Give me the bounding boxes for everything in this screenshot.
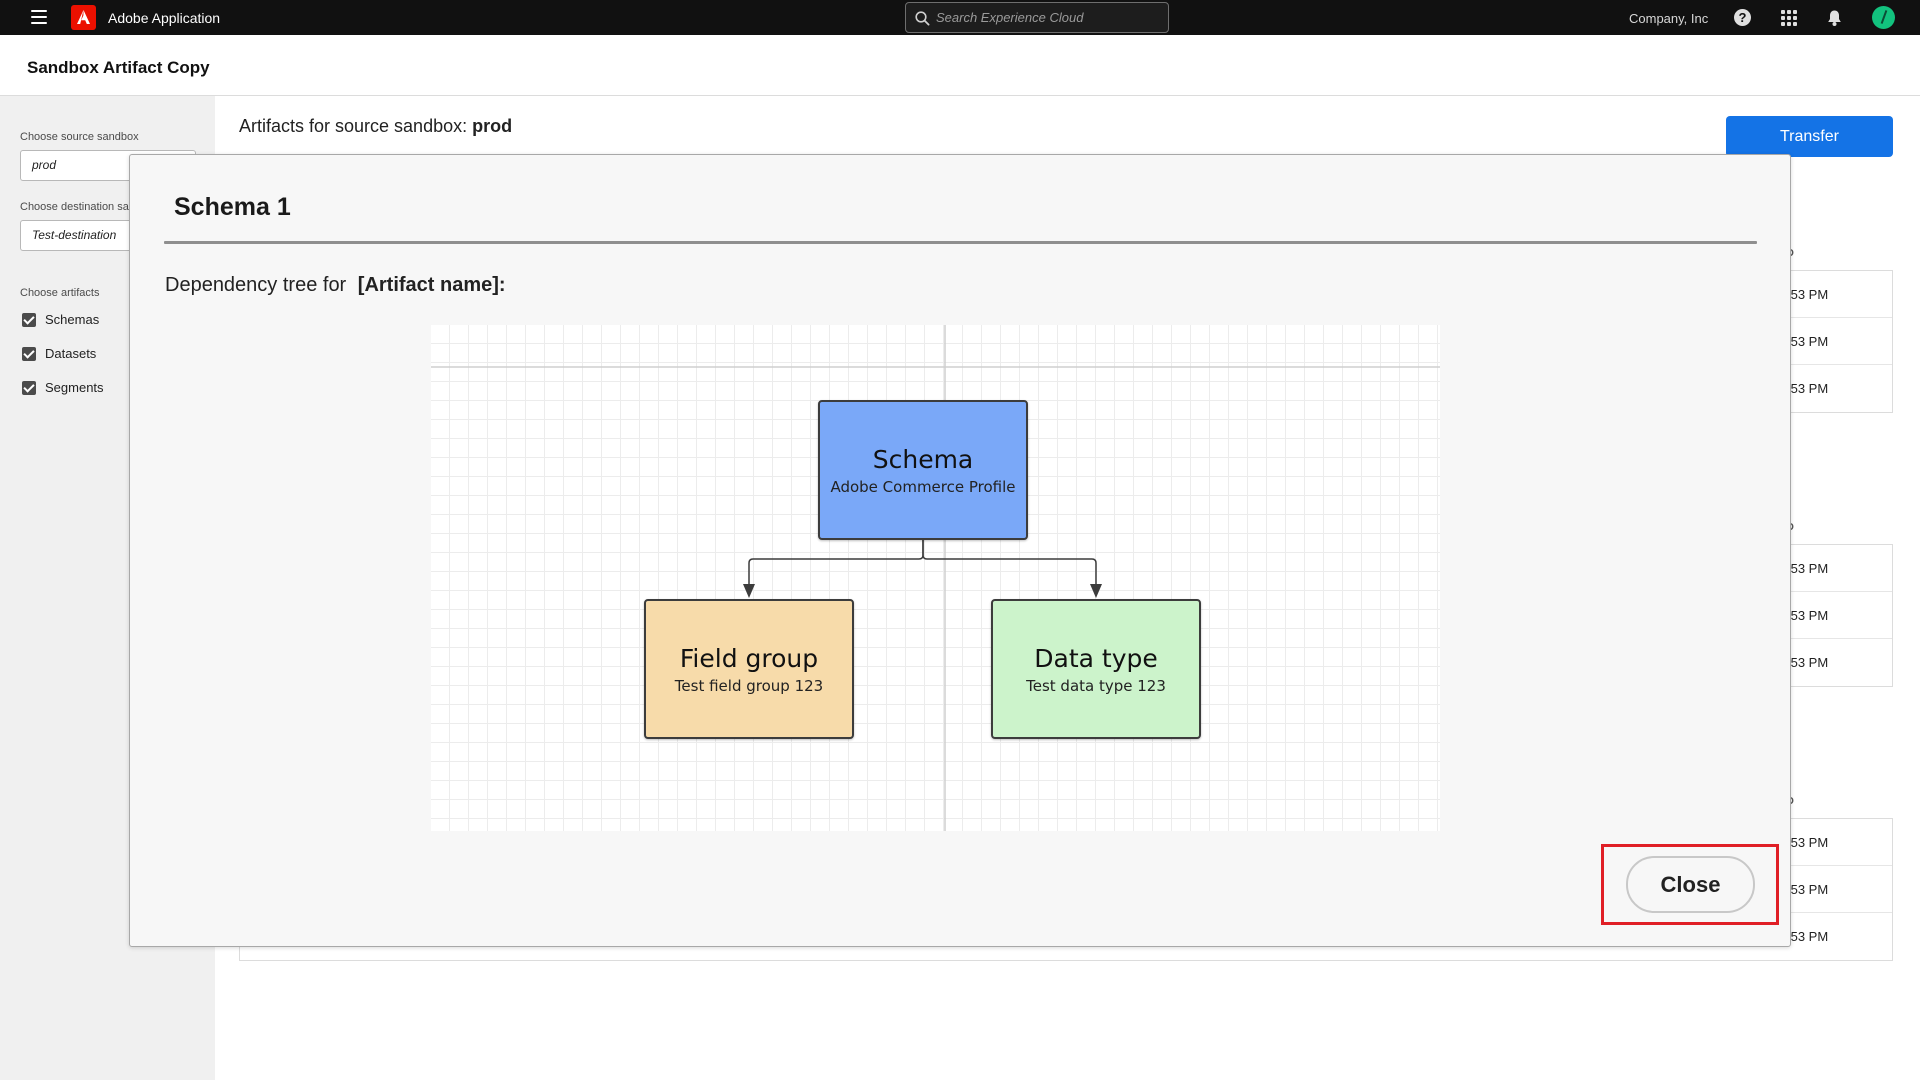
checkbox-label: Datasets	[45, 346, 96, 361]
checkbox-label: Segments	[45, 380, 104, 395]
checkbox-schemas[interactable]: Schemas	[22, 312, 99, 327]
apps-grid-icon[interactable]	[1781, 10, 1797, 26]
artifacts-label: Choose artifacts	[20, 287, 99, 299]
time-cell: :53 PM	[1787, 561, 1828, 576]
search-field[interactable]	[905, 2, 1169, 33]
checkbox-label: Schemas	[45, 312, 99, 327]
search-icon	[915, 11, 930, 26]
app-name[interactable]: Adobe Application	[108, 10, 220, 26]
time-cell: :53 PM	[1787, 835, 1828, 850]
dialog-divider	[164, 241, 1757, 244]
source-sandbox-label: Choose source sandbox	[20, 131, 139, 143]
node-subtitle: Test field group 123	[675, 677, 823, 695]
node-title: Data type	[1034, 644, 1158, 673]
checkbox-datasets[interactable]: Datasets	[22, 346, 96, 361]
hamburger-menu-icon[interactable]	[31, 10, 47, 24]
page-header: Sandbox Artifact Copy	[0, 35, 1920, 96]
node-schema[interactable]: Schema Adobe Commerce Profile	[818, 400, 1028, 540]
time-cell: :53 PM	[1787, 929, 1828, 944]
adobe-logo-icon[interactable]	[71, 5, 96, 30]
org-switcher[interactable]: Company, Inc	[1629, 11, 1708, 26]
checkbox-checked-icon[interactable]	[22, 313, 36, 327]
node-data-type[interactable]: Data type Test data type 123	[991, 599, 1201, 739]
checkbox-checked-icon[interactable]	[22, 381, 36, 395]
arrowhead-icon	[1090, 584, 1102, 598]
dependency-heading: Dependency tree for [Artifact name]:	[165, 274, 506, 297]
artifacts-heading-sandbox: prod	[472, 116, 512, 136]
time-cell: :53 PM	[1787, 381, 1828, 396]
dependency-heading-prefix: Dependency tree for	[165, 274, 346, 296]
dependency-artifact-name: [Artifact name]:	[358, 274, 506, 296]
destination-sandbox-label: Choose destination sa	[20, 201, 129, 213]
search-input[interactable]	[936, 3, 1161, 32]
node-subtitle: Adobe Commerce Profile	[830, 478, 1015, 496]
transfer-button[interactable]: Transfer	[1726, 116, 1893, 157]
time-cell: :53 PM	[1787, 608, 1828, 623]
help-icon[interactable]: ?	[1734, 9, 1751, 26]
arrowhead-icon	[743, 584, 755, 598]
dependency-tree-diagram: Schema Adobe Commerce Profile Field grou…	[431, 325, 1440, 831]
time-cell: :53 PM	[1787, 287, 1828, 302]
global-navigation-bar: Adobe Application Company, Inc ?	[0, 0, 1920, 35]
time-cell: :53 PM	[1787, 655, 1828, 670]
user-avatar[interactable]	[1872, 6, 1895, 29]
bell-icon[interactable]	[1826, 9, 1843, 27]
connector-schema-field-group	[749, 540, 923, 585]
time-cell: :53 PM	[1787, 882, 1828, 897]
dependency-dialog: Schema 1 Dependency tree for [Artifact n…	[129, 154, 1791, 947]
checkbox-checked-icon[interactable]	[22, 347, 36, 361]
node-field-group[interactable]: Field group Test field group 123	[644, 599, 854, 739]
node-title: Schema	[873, 445, 974, 474]
dialog-title: Schema 1	[174, 193, 291, 222]
artifacts-heading-prefix: Artifacts for source sandbox:	[239, 116, 467, 136]
close-button-highlight	[1601, 844, 1779, 925]
time-cell: :53 PM	[1787, 334, 1828, 349]
connector-schema-data-type	[923, 540, 1096, 585]
node-subtitle: Test data type 123	[1026, 677, 1166, 695]
page-title: Sandbox Artifact Copy	[27, 58, 210, 78]
checkbox-segments[interactable]: Segments	[22, 380, 104, 395]
artifacts-heading: Artifacts for source sandbox: prod	[239, 116, 512, 137]
node-title: Field group	[680, 644, 818, 673]
